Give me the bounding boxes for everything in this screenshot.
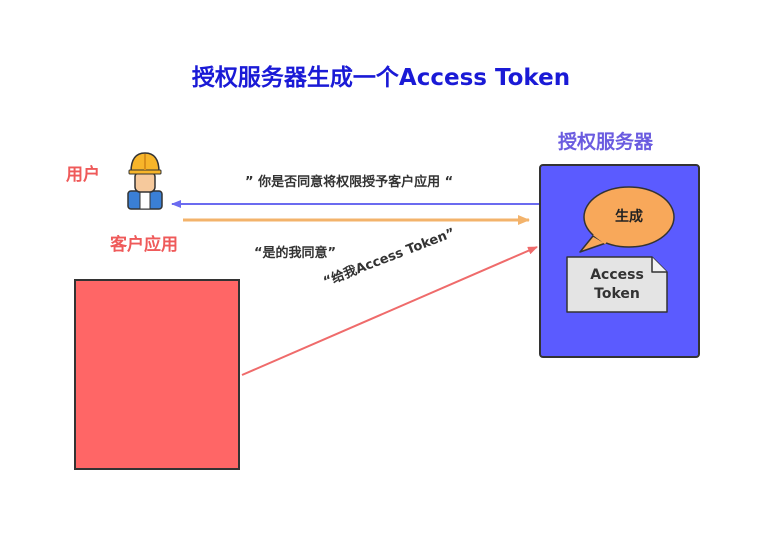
client-app-box: [74, 279, 240, 470]
bubble-text: 生成: [615, 209, 643, 225]
token-document-icon: [566, 256, 668, 313]
token-document-line1: Access: [590, 267, 644, 283]
token-document-line2: Token: [594, 286, 640, 302]
speech-bubble: [579, 186, 675, 253]
client-label: 客户应用: [110, 235, 178, 255]
user-label: 用户: [66, 165, 100, 185]
server-label: 授权服务器: [558, 131, 654, 153]
message-consent: “是的我同意”: [254, 246, 337, 261]
arrow-client-to-server: [241, 246, 538, 376]
user-worker-icon: [127, 152, 163, 210]
message-ask-consent: ” 你是否同意将权限授予客户应用 “: [245, 175, 454, 190]
page-title: 授权服务器生成一个Access Token: [191, 65, 571, 91]
